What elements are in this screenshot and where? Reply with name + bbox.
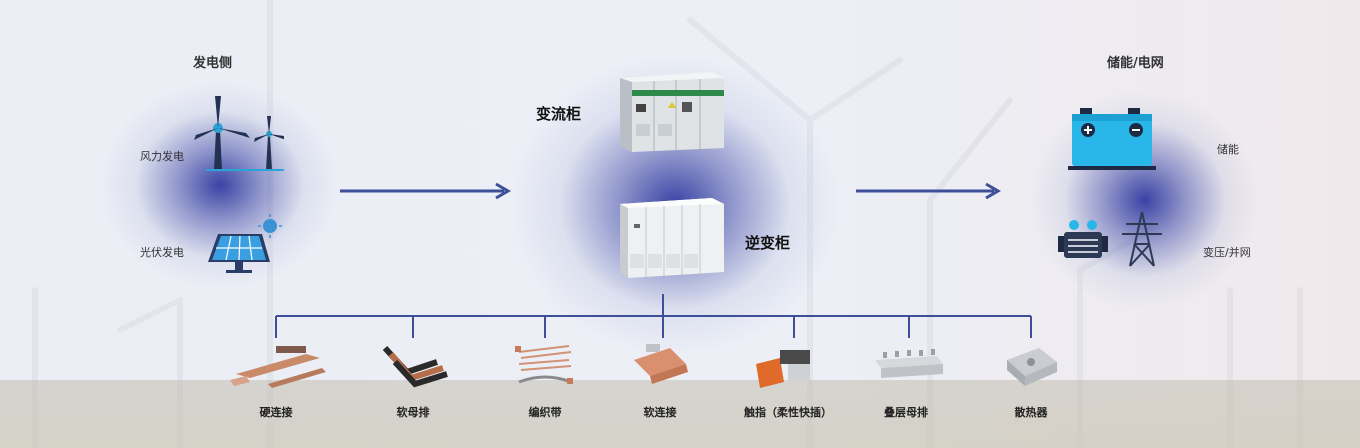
- component-label-braid: 编织带: [528, 406, 562, 419]
- transform-label: 变压/并网: [1203, 246, 1251, 259]
- wind-turbine-icon: [194, 96, 284, 171]
- rigid-busbar-icon: [230, 346, 326, 388]
- transformer-icon: [1058, 220, 1108, 258]
- storage-label: 储能: [1217, 143, 1239, 156]
- converter-label: 变流柜: [536, 105, 582, 123]
- component-label-laminated: 叠层母排: [884, 406, 928, 419]
- inverter-label: 逆变柜: [745, 234, 791, 252]
- component-label-rigid: 硬连接: [259, 406, 293, 419]
- solar-label: 光伏发电: [140, 246, 184, 259]
- power-tower-icon: [1122, 211, 1162, 267]
- flexible-busbar-icon: [382, 345, 448, 388]
- component-label-contact-finger: 触指（柔性快插）: [744, 406, 832, 419]
- converter-cabinet-image: [620, 72, 724, 152]
- contact-finger-icon: [756, 350, 810, 388]
- heatsink-icon: [1007, 348, 1057, 386]
- solar-panel-icon: [208, 214, 282, 273]
- arrow-center-to-grid: [856, 182, 1001, 200]
- wind-label: 风力发电: [140, 150, 184, 163]
- component-label-flex-connector: 软连接: [643, 406, 677, 419]
- flexible-connector-icon: [634, 344, 688, 384]
- arrow-generation-to-center: [340, 182, 511, 200]
- generation-title: 发电侧: [193, 56, 233, 71]
- braided-strap-icon: [515, 345, 573, 384]
- component-label-flex-busbar: 软母排: [396, 406, 430, 419]
- laminated-busbar-icon: [875, 349, 943, 378]
- battery-icon: [1068, 108, 1156, 170]
- ground-field: [0, 380, 1360, 448]
- grid-title: 储能/电网: [1107, 56, 1164, 71]
- inverter-cabinet-image: [620, 198, 724, 278]
- component-label-heatsink: 散热器: [1014, 406, 1048, 419]
